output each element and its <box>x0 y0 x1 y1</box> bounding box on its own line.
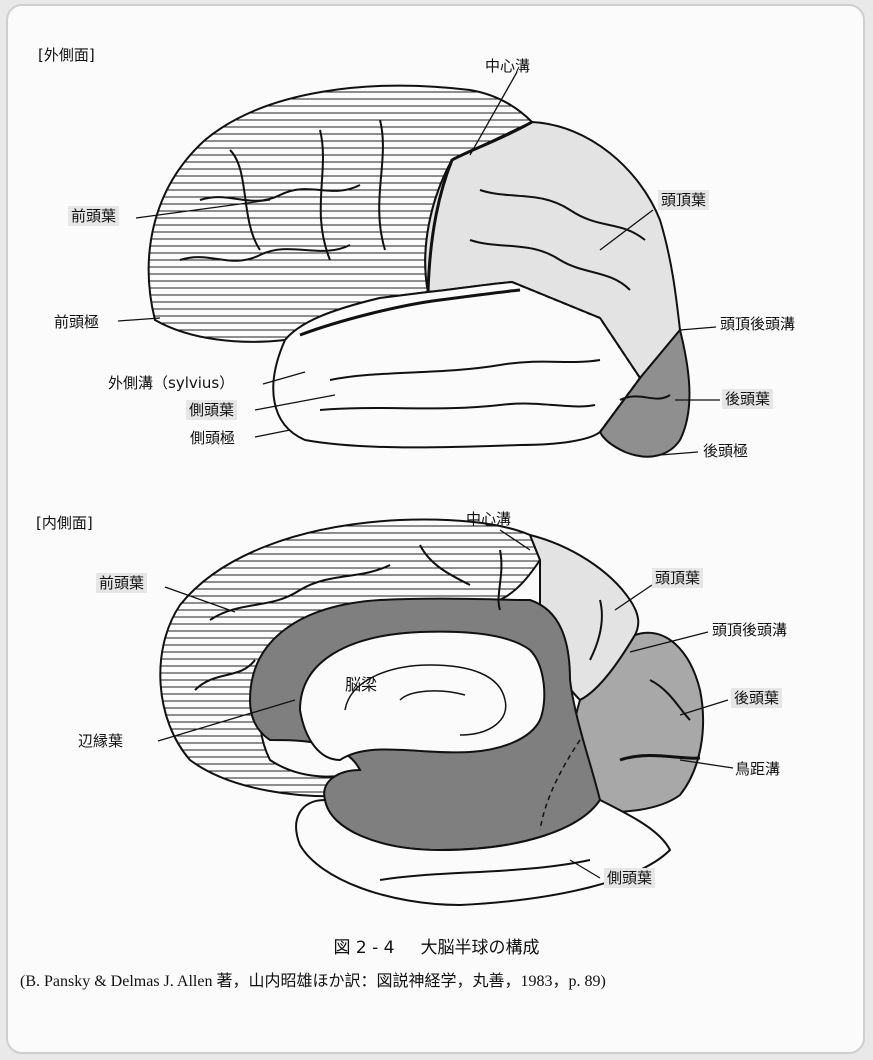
figure-source: (B. Pansky & Delmas J. Allen 著，山内昭雄ほか訳：図… <box>20 968 840 996</box>
medial-occipital-lobe-label: 後頭葉 <box>731 688 782 708</box>
figure-title: 大脳半球の構成 <box>420 938 539 958</box>
figure-caption: 図 2 - 4 大脳半球の構成 <box>0 933 873 958</box>
lateral-parietal-lobe-label: 頭頂葉 <box>658 190 709 210</box>
medial-parieto-occipital-sulcus-label: 頭頂後頭溝 <box>712 620 787 640</box>
medial-corpus-callosum-label: 脳梁 <box>345 675 377 695</box>
medial-temporal-lobe-label: 側頭葉 <box>604 868 655 888</box>
medial-calcarine-sulcus-label: 鳥距溝 <box>735 759 780 779</box>
medial-limbic-lobe-label: 辺縁葉 <box>78 731 123 751</box>
lateral-sylvian-fissure-label: 外側溝（sylvius） <box>108 373 234 393</box>
figure-number: 図 2 - 4 <box>334 938 395 958</box>
lateral-occipital-lobe-label: 後頭葉 <box>722 389 773 409</box>
lateral-central-sulcus-label: 中心溝 <box>485 56 530 76</box>
medial-brain <box>160 520 703 905</box>
lateral-temporal-lobe-label: 側頭葉 <box>186 400 237 420</box>
medial-section-heading: [内側面] <box>36 512 93 533</box>
medial-frontal-lobe-label: 前頭葉 <box>96 573 147 593</box>
medial-parietal-lobe-label: 頭頂葉 <box>652 568 703 588</box>
lateral-occipital-pole-label: 後頭極 <box>703 441 748 461</box>
lateral-section-heading: [外側面] <box>38 44 95 65</box>
lateral-frontal-pole-label: 前頭極 <box>54 312 99 332</box>
lateral-parieto-occipital-sulcus-label: 頭頂後頭溝 <box>720 314 795 334</box>
lateral-temporal-pole-label: 側頭極 <box>190 428 235 448</box>
lateral-frontal-lobe-label: 前頭葉 <box>68 206 119 226</box>
medial-corpus-callosum <box>300 632 544 760</box>
medial-central-sulcus-label: 中心溝 <box>466 509 511 529</box>
